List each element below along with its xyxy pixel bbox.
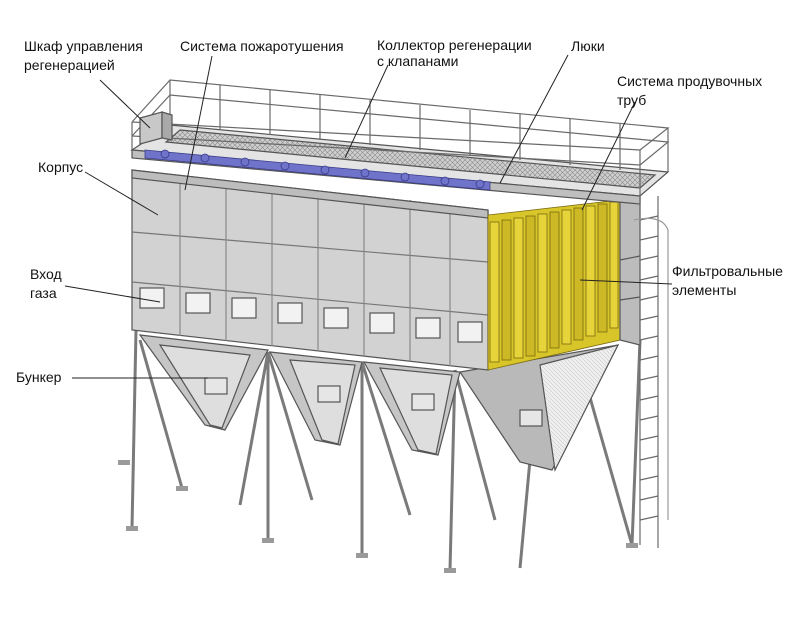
label-bunker: Бункер [16,369,62,385]
regeneration-collector [144,149,491,191]
side-wall [619,194,641,346]
support-legs [130,329,642,571]
label-collector: Коллектор регенерации с клапанами [377,37,532,69]
label-housing: Корпус [38,159,84,175]
label-gas-inlet: Вход газа [30,266,62,301]
leader-lines [64,54,673,379]
label-hatches: Люки [571,38,605,54]
control-cabinet [139,111,173,145]
gas-inlet-windows [139,287,483,343]
handrails [131,79,670,196]
label-filter-elements: Фильтровальные элементы [672,263,783,298]
label-fire-system: Система пожаротушения [180,38,344,54]
filter-elements [487,199,621,371]
label-control-cabinet: Шкаф управления регенерацией [24,38,143,73]
hoppers [138,334,620,472]
access-ladder [633,196,669,548]
label-blow-pipes: Система продувочных труб [617,73,763,108]
leg-base-plates [118,460,638,573]
